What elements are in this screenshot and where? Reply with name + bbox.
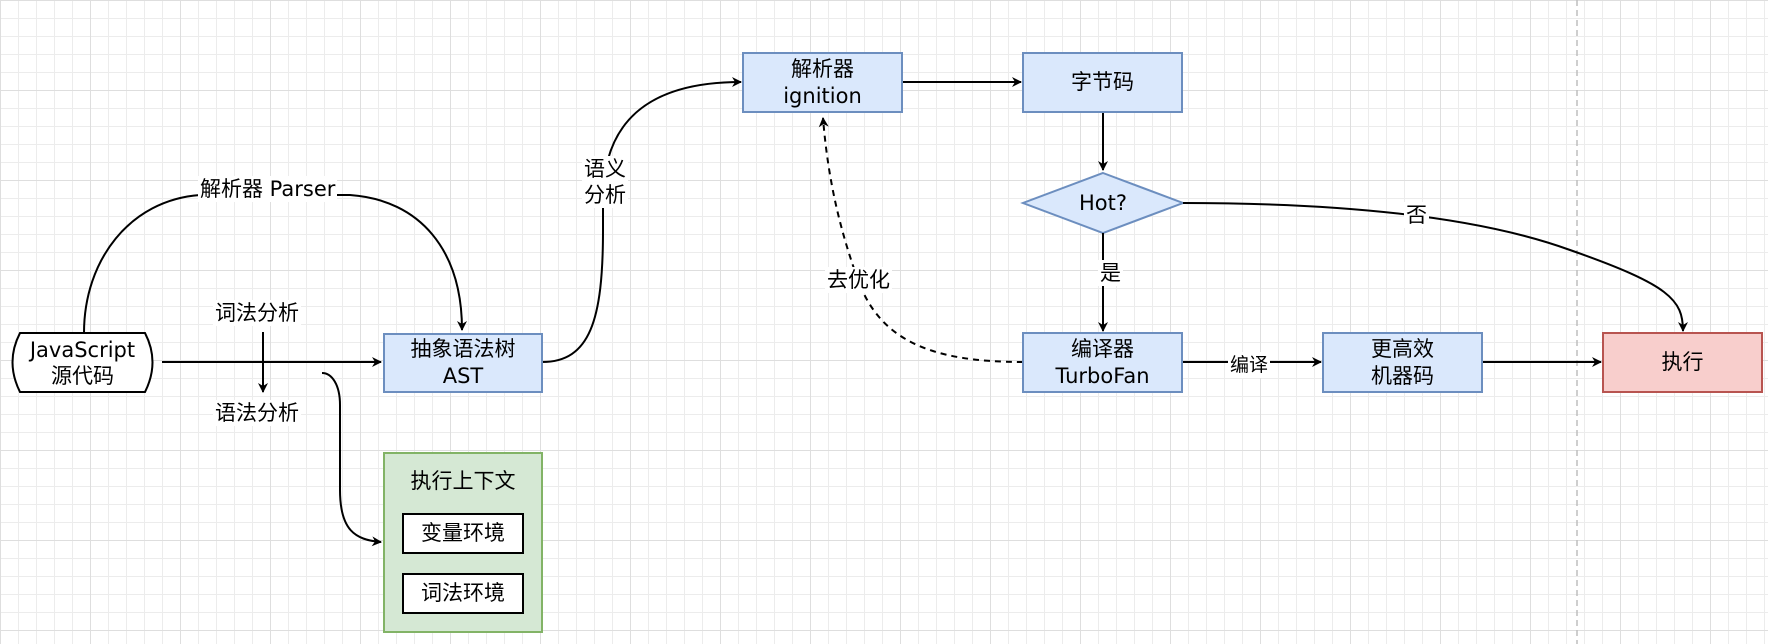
no-label: 否 <box>1404 202 1429 228</box>
yes-label: 是 <box>1098 260 1123 286</box>
ignition-node[interactable]: 解析器 ignition <box>742 52 903 113</box>
turbofan-node[interactable]: 编译器 TurboFan <box>1022 332 1183 393</box>
edge-hot-execute <box>1182 202 1688 332</box>
semantic-analysis-label: 语义 分析 <box>582 156 628 208</box>
deoptimize-label: 去优化 <box>825 267 892 293</box>
edge-semantic <box>541 77 742 363</box>
syntax-analysis-label: 语法分析 <box>213 400 301 426</box>
bytecode-node[interactable]: 字节码 <box>1022 52 1183 113</box>
parser-label: 解析器 Parser <box>198 176 338 202</box>
source-node[interactable]: JavaScript 源代码 <box>20 333 145 392</box>
edge-deopt <box>818 117 1024 363</box>
source-label-line1: JavaScript <box>29 337 136 362</box>
lexical-analysis-label: 词法分析 <box>213 300 301 326</box>
hot-decision-label[interactable]: Hot? <box>1078 191 1128 215</box>
ast-node[interactable]: 抽象语法树 AST <box>383 333 543 393</box>
source-label-line2: 源代码 <box>51 363 114 388</box>
source-node-shape <box>11 332 154 393</box>
lexical-environment-node[interactable]: 词法环境 <box>402 573 524 614</box>
compile-label: 编译 <box>1228 352 1271 378</box>
variable-environment-node[interactable]: 变量环境 <box>402 513 524 554</box>
execute-node[interactable]: 执行 <box>1602 332 1763 393</box>
machine-code-node[interactable]: 更高效 机器码 <box>1322 332 1483 393</box>
edge-to-context <box>321 372 382 547</box>
execution-context-title: 执行上下文 <box>410 469 516 493</box>
